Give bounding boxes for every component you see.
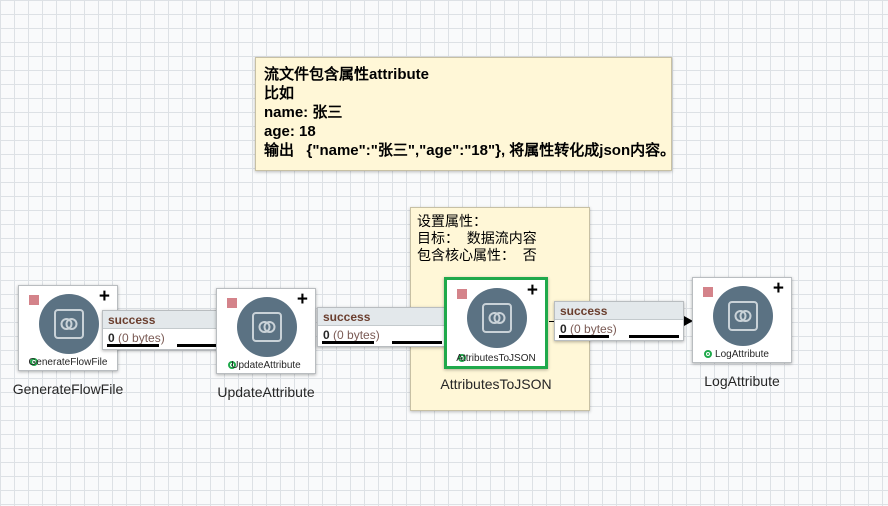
connection-queue[interactable]: success 0 (0 bytes) <box>554 301 684 341</box>
queue-status: 0 (0 bytes) <box>103 329 231 345</box>
settings-line: 目标： 数据流内容 <box>417 230 537 246</box>
running-status-icon <box>704 350 712 358</box>
plus-icon[interactable]: + <box>526 280 538 301</box>
queue-count: 0 <box>560 322 567 336</box>
connection-queue[interactable]: success 0 (0 bytes) <box>102 310 232 350</box>
stopped-icon <box>457 289 467 299</box>
queue-bar <box>392 341 442 344</box>
link-icon <box>482 303 512 333</box>
plus-icon[interactable]: + <box>296 289 308 310</box>
comment-line: 输出 {"name":"张三","age":"18"}, 将属性转化成json内… <box>264 142 676 159</box>
processor-generate-flowfile[interactable]: + GenerateFlowFile <box>18 285 118 371</box>
queue-bar <box>177 344 227 347</box>
running-status-icon <box>458 354 466 362</box>
processor-update-attribute[interactable]: + UpdateAttribute <box>216 288 316 374</box>
stopped-icon <box>703 287 713 297</box>
queue-status: 0 (0 bytes) <box>318 326 446 342</box>
processor-icon <box>237 297 297 357</box>
connection-relationship: success <box>318 308 446 326</box>
processor-name: LogAttribute <box>704 373 780 389</box>
queue-count: 0 <box>323 328 330 342</box>
processor-name: UpdateAttribute <box>217 384 315 400</box>
running-status-icon <box>30 358 38 366</box>
comment-line: 流文件包含属性attribute <box>264 66 430 83</box>
processor-log-attribute[interactable]: + LogAttribute <box>692 277 792 363</box>
processor-type: AttributesToJSON <box>456 353 536 364</box>
comment-line: name: 张三 <box>264 104 343 121</box>
queue-bar <box>107 344 159 347</box>
processor-icon <box>39 294 99 354</box>
plus-icon[interactable]: + <box>98 286 110 307</box>
processor-icon <box>713 286 773 346</box>
queue-size: (0 bytes) <box>333 328 380 342</box>
link-icon <box>54 309 84 339</box>
settings-line: 设置属性： <box>417 213 487 229</box>
comment-line: age: 18 <box>264 123 316 140</box>
arrow-head-icon <box>684 316 693 326</box>
processor-name: GenerateFlowFile <box>12 381 124 397</box>
flow-comment-label[interactable]: 流文件包含属性attribute 比如 name: 张三 age: 18 输出 … <box>255 57 676 171</box>
queue-bar <box>629 335 679 338</box>
plus-icon[interactable]: + <box>772 278 784 299</box>
queue-bar <box>559 335 609 338</box>
processor-icon <box>467 288 527 348</box>
queue-size: (0 bytes) <box>118 331 165 345</box>
link-icon <box>252 312 282 342</box>
processor-attributes-to-json[interactable]: + AttributesToJSON <box>444 277 548 369</box>
settings-line: 包含核心属性： 否 <box>417 247 537 263</box>
running-status-icon <box>228 361 236 369</box>
stopped-icon <box>227 298 237 308</box>
processor-type: LogAttribute <box>715 349 769 360</box>
processor-type: UpdateAttribute <box>231 360 301 371</box>
link-icon <box>728 301 758 331</box>
queue-bar <box>322 341 374 344</box>
connection-relationship: success <box>103 311 231 329</box>
comment-line: 比如 <box>264 85 295 102</box>
processor-type: GenerateFlowFile <box>28 357 108 368</box>
stopped-icon <box>29 295 39 305</box>
queue-size: (0 bytes) <box>570 322 617 336</box>
connection-queue[interactable]: success 0 (0 bytes) <box>317 307 447 347</box>
queue-status: 0 (0 bytes) <box>555 320 683 336</box>
connection-relationship: success <box>555 302 683 320</box>
processor-name: AttributesToJSON <box>440 376 552 392</box>
queue-count: 0 <box>108 331 115 345</box>
